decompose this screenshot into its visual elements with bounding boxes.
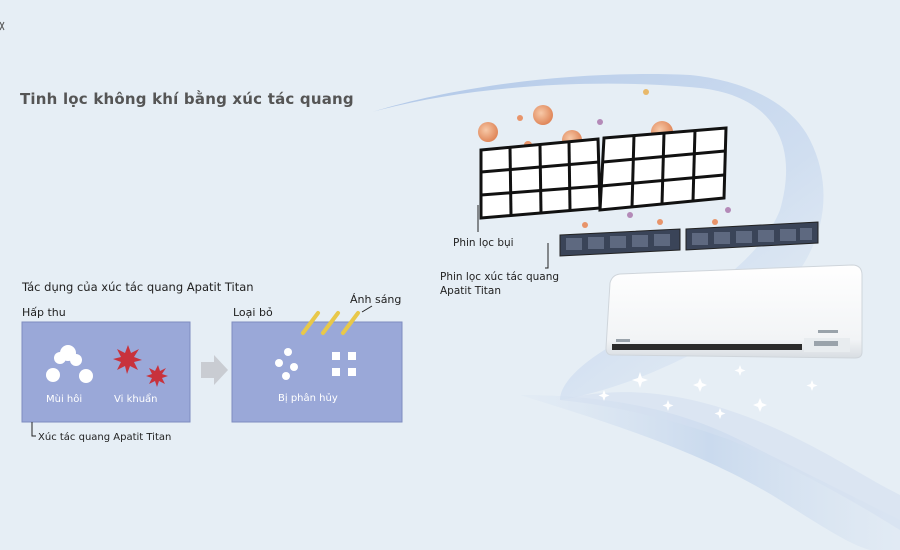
clean-air-sparkles [598, 365, 818, 419]
air-conditioner-unit [605, 264, 863, 359]
decomposed-squares-icon [332, 352, 356, 376]
light-ray-icon [301, 311, 360, 335]
photocatalyst-filter-strips [559, 221, 819, 257]
photocatalyst-filter-label-line2: Apatit Titan [440, 285, 501, 297]
corner-mark [0, 21, 5, 31]
dust-filter-label: Phin lọc bụi [453, 237, 514, 249]
absorb-label: Hấp thu [22, 306, 66, 319]
light-label: Ánh sáng [350, 293, 402, 306]
catalyst-label: Xúc tác quang Apatit Titan [38, 432, 172, 443]
catalyst-leader-line [31, 422, 36, 437]
odor-label: Mùi hôi [46, 394, 83, 405]
decomposed-label: Bị phân hủy [278, 393, 338, 404]
process-arrow-icon [201, 355, 228, 385]
absorption-panel [21, 321, 191, 423]
removal-panel [231, 321, 403, 423]
page-title: Tinh lọc không khí bằng xúc tác quang [20, 90, 354, 108]
light-leader-line [361, 305, 373, 313]
bacteria-icon [113, 345, 168, 387]
dust-filter-grid-left [479, 137, 602, 220]
filter-leader-lines [477, 205, 549, 269]
bacteria-label: Vi khuẩn [114, 394, 158, 405]
photocatalyst-filter-label: Phin lọc xúc tác quang [440, 271, 560, 283]
odor-icon [46, 345, 93, 383]
effect-title: Tác dụng của xúc tác quang Apatit Titan [22, 280, 254, 294]
remove-label: Loại bỏ [233, 306, 273, 319]
decomposed-dots-icon [275, 348, 298, 380]
dust-filter-grid-right [598, 126, 728, 212]
